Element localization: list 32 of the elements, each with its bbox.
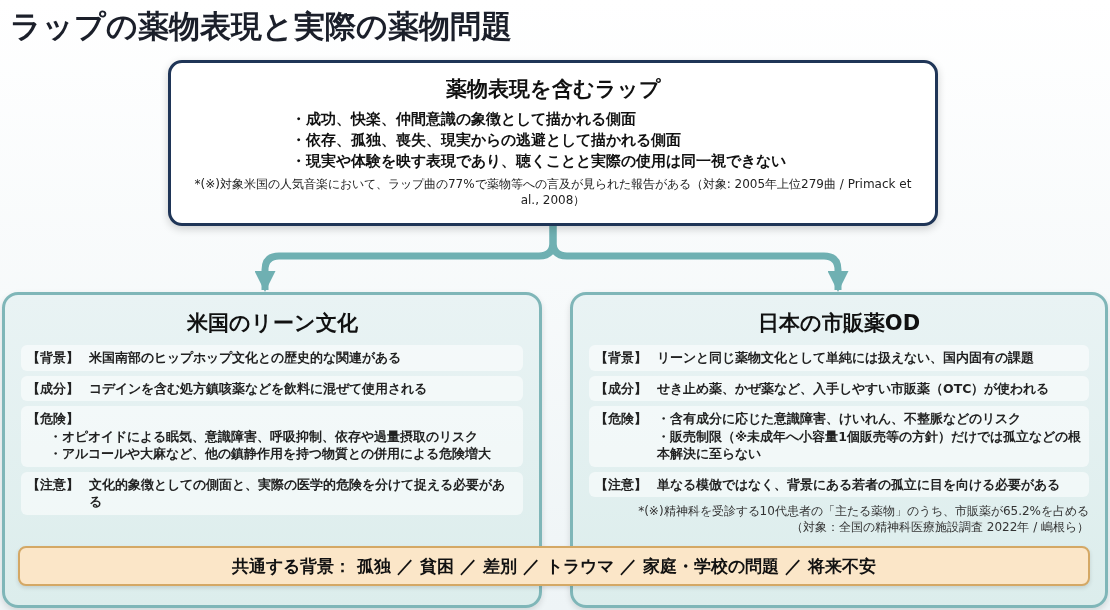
panel-heading: 日本の市販薬OD	[756, 310, 922, 337]
row-label: 【危険】	[595, 410, 648, 428]
bullet-text: ・オピオイドによる眠気、意識障害、呼吸抑制、依存や過量摂取のリスク	[48, 427, 479, 445]
summary-band	[18, 546, 1090, 586]
row-label: 【成分】	[595, 379, 648, 397]
row-text: せき止め薬、かぜ薬など、入手しやすい市販薬（OTC）が使われる	[657, 379, 1051, 397]
row-label: 【注意】	[595, 475, 648, 493]
row-label: 【危険】	[27, 410, 80, 428]
bullet-text: ・成功、快楽、仲間意識の象徴として描かれる側面	[291, 110, 636, 129]
footnote: *(※)精神科を受診する10代患者の「主たる薬物」のうち、市販薬が65.2%を占める	[638, 504, 1089, 520]
content-card	[168, 60, 938, 226]
bullet-text: ・現実や体験を映す表現であり、聴くことと実際の使用は同一視できない	[291, 152, 786, 172]
row-label: 【注意】	[27, 475, 80, 494]
summary-text: 共通する背景： 孤独 ／ 貧困 ／ 差別 ／ トラウマ ／ 家庭・学校の問題 ／ 将来不安	[232, 554, 876, 578]
bullet-text: ・依存、孤独、喪失、現実からの逃避として描かれる側面	[291, 131, 681, 150]
row-text: ・販売制限（※未成年へ小容量1個販売等の方針）だけでは孤立などの根本解決に至らない	[657, 427, 1082, 463]
row-text: 米国南部のヒップホップ文化との歴史的な関連がある	[89, 349, 402, 367]
footnote: *(※)対象米国の人気音楽において、ラップ曲の77%で薬物等への言及が見られた報告がある（対象: 2005年上位279曲 / Primack et al., 2008）	[193, 177, 913, 209]
arrow	[549, 226, 849, 293]
diagram-title: ラップの薬物表現と実際の薬物問題	[10, 7, 512, 46]
row-text: 文化的象徴としての側面と、実際の医学的危険を分けて捉える必要がある	[89, 475, 506, 511]
card-heading: 薬物表現を含むラップ	[445, 76, 661, 103]
row-text: ・含有成分に応じた意識障害、けいれん、不整脈などのリスク	[657, 410, 1022, 428]
row-label: 【背景】	[27, 349, 80, 367]
bullet-text: ・アルコールや大麻など、他の鎮静作用を持つ物質との併用による危険増大	[48, 445, 491, 463]
row-label: 【背景】	[595, 349, 648, 367]
row-text: リーンと同じ薬物文化として単純には扱えない、国内固有の課題	[657, 349, 1035, 367]
footnote: （対象：全国の精神科医療施設調査 2022年 / 嶋根ら）	[790, 519, 1089, 536]
row-text: コデインを含む処方鎮咳薬などを飲料に混ぜて使用される	[89, 379, 428, 397]
row-label: 【成分】	[27, 379, 80, 397]
panel-heading: 米国のリーン文化	[185, 310, 359, 337]
row-text: 単なる模倣ではなく、背景にある若者の孤立に目を向ける必要がある	[657, 475, 1061, 493]
